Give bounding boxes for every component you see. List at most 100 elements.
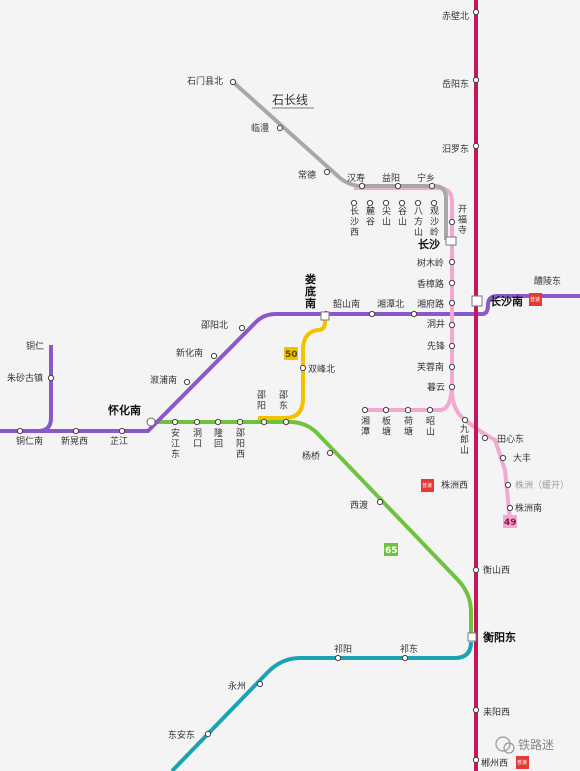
- station-shimenxianbei[interactable]: 石门县北: [187, 75, 223, 87]
- station-shuangfengbei[interactable]: 双峰北: [308, 364, 335, 375]
- station-dot: [414, 199, 422, 207]
- station-lilingdong[interactable]: 醴陵东: [534, 275, 561, 287]
- station-xupunan[interactable]: 溆浦南: [150, 374, 177, 386]
- station-xiangtanbei[interactable]: 湘潭北: [377, 298, 404, 310]
- station-dot: [448, 218, 456, 226]
- station-shumuling[interactable]: 树木岭: [417, 257, 444, 269]
- station-dot: [481, 434, 489, 442]
- station-hetang[interactable]: 荷塘: [404, 416, 413, 438]
- hengyangdong-interchange[interactable]: [467, 632, 477, 642]
- station-guanshaling[interactable]: 观沙岭: [430, 206, 439, 238]
- changsha-interchange[interactable]: [445, 236, 457, 246]
- station-dot: [214, 418, 222, 426]
- station-chibibei[interactable]: 赤壁北: [442, 10, 469, 22]
- station-yongzhou[interactable]: 永州: [228, 680, 246, 692]
- station-qiyang[interactable]: 祁阳: [334, 643, 352, 655]
- watermark-icon-2: [503, 742, 515, 754]
- line-title: 石长线: [272, 93, 308, 107]
- station-icon-label-3: 普速: [517, 759, 527, 766]
- station-hengyangdong[interactable]: 衡阳东: [483, 630, 516, 644]
- watermark-icon: [495, 736, 511, 752]
- station-dongjing[interactable]: 洞井: [427, 318, 445, 330]
- station-dot: [448, 321, 456, 329]
- station-zhushagu[interactable]: 朱砂古镇: [7, 372, 43, 384]
- station-shaoshannan[interactable]: 韶山南: [333, 298, 360, 310]
- station-miluodong[interactable]: 汨罗东: [442, 143, 469, 155]
- station-xidu[interactable]: 西渡: [350, 499, 368, 511]
- station-zhijiang[interactable]: 芷江: [110, 435, 128, 447]
- station-shaoyangxi[interactable]: 邵阳西: [236, 428, 245, 460]
- station-muyun[interactable]: 暮云: [427, 381, 445, 393]
- station-dot: [472, 706, 480, 714]
- station-dot: [326, 449, 334, 457]
- station-tongren[interactable]: 铜仁: [26, 340, 44, 352]
- station-dot: [238, 324, 246, 332]
- station-xinhuanan[interactable]: 新化南: [176, 347, 203, 359]
- station-shaodong[interactable]: 邵东: [279, 390, 288, 412]
- station-chenzhouxi[interactable]: 郴州西: [481, 757, 508, 769]
- station-dot: [472, 756, 480, 764]
- station-dot: [236, 418, 244, 426]
- watermark-text: 铁路迷: [518, 737, 554, 752]
- station-dot: [401, 654, 409, 662]
- station-dot: [16, 427, 24, 435]
- station-dong-an-dong[interactable]: 东安东: [168, 729, 195, 741]
- station-gushan[interactable]: 谷山: [398, 206, 407, 228]
- station-dot: [282, 418, 290, 426]
- station-dot: [350, 199, 358, 207]
- pink-line: [354, 186, 512, 521]
- station-changshanan[interactable]: 长沙南: [490, 294, 523, 308]
- tongren-branch: [37, 345, 53, 433]
- station-lugu[interactable]: 麓谷: [366, 205, 375, 228]
- station-xiangfulu[interactable]: 湘府路: [417, 298, 444, 310]
- station-xianfeng[interactable]: 先锋: [427, 340, 445, 352]
- station-anjiangdong[interactable]: 安江东: [171, 427, 180, 460]
- station-huaihuanan[interactable]: 怀化南: [108, 403, 141, 417]
- station-dongkou[interactable]: 洞口: [193, 428, 202, 450]
- station-zhuzhouxi[interactable]: 株洲西: [441, 479, 468, 491]
- station-leiyangxi[interactable]: 耒阳西: [483, 707, 510, 718]
- station-zhuzhounan[interactable]: 株洲南: [515, 502, 542, 514]
- station-dot: [361, 406, 369, 414]
- badge-65: 65: [385, 546, 398, 556]
- station-furongnan[interactable]: 芙蓉南: [417, 361, 444, 373]
- station-jianshan[interactable]: 尖山: [382, 205, 391, 228]
- station-hanshou[interactable]: 汉寿: [347, 172, 365, 184]
- station-jiulangshan[interactable]: 九郎山: [460, 424, 469, 456]
- station-dot: [504, 481, 512, 489]
- station-loudinan[interactable]: 娄底南: [305, 272, 316, 310]
- station-tongrennan[interactable]: 铜仁南: [16, 435, 43, 447]
- station-zhuzhou[interactable]: 株洲（缓开）: [515, 479, 569, 491]
- station-hengshanxi[interactable]: 衡山西: [483, 564, 510, 576]
- huaihuanan-interchange[interactable]: [146, 417, 156, 427]
- station-yiyang[interactable]: 益阳: [382, 172, 400, 184]
- changshanan-interchange[interactable]: [471, 295, 483, 307]
- station-dafeng[interactable]: 大丰: [513, 452, 531, 464]
- station-yangqiao[interactable]: 杨桥: [302, 450, 320, 462]
- station-xiangzhanglu[interactable]: 香樟路: [417, 278, 444, 290]
- station-xinhuangxi[interactable]: 新晃西: [61, 435, 88, 447]
- station-longhui[interactable]: 隆回: [214, 427, 223, 450]
- station-dot: [171, 418, 179, 426]
- station-zhaoshan[interactable]: 昭山: [426, 416, 435, 438]
- station-qidong[interactable]: 祁东: [400, 643, 418, 655]
- station-dot: [256, 680, 264, 688]
- station-tianxindong[interactable]: 田心东: [497, 433, 524, 445]
- station-bantang[interactable]: 板塘: [382, 415, 391, 438]
- station-ningxiang[interactable]: 宁乡: [417, 172, 435, 184]
- hukun-line: [0, 312, 478, 433]
- station-yueyangdong[interactable]: 岳阳东: [442, 78, 469, 90]
- station-xiangtan[interactable]: 湘潭: [361, 415, 370, 438]
- station-changsha[interactable]: 长沙: [418, 237, 440, 251]
- loudinan-interchange[interactable]: [320, 311, 330, 321]
- station-changshaxi[interactable]: 长沙西: [350, 205, 359, 238]
- station-bafangshan[interactable]: 八方山: [414, 207, 423, 238]
- station-icon-chenzhouxi: [516, 756, 529, 769]
- station-kaifusi[interactable]: 开福寺: [458, 204, 467, 236]
- station-dot: [472, 566, 480, 574]
- station-changde[interactable]: 常德: [298, 169, 316, 181]
- station-dot: [47, 374, 55, 382]
- station-shaoyang[interactable]: 邵阳: [257, 390, 266, 412]
- station-linli[interactable]: 临澧: [251, 122, 269, 134]
- station-shaoyangbei[interactable]: 邵阳北: [201, 320, 228, 331]
